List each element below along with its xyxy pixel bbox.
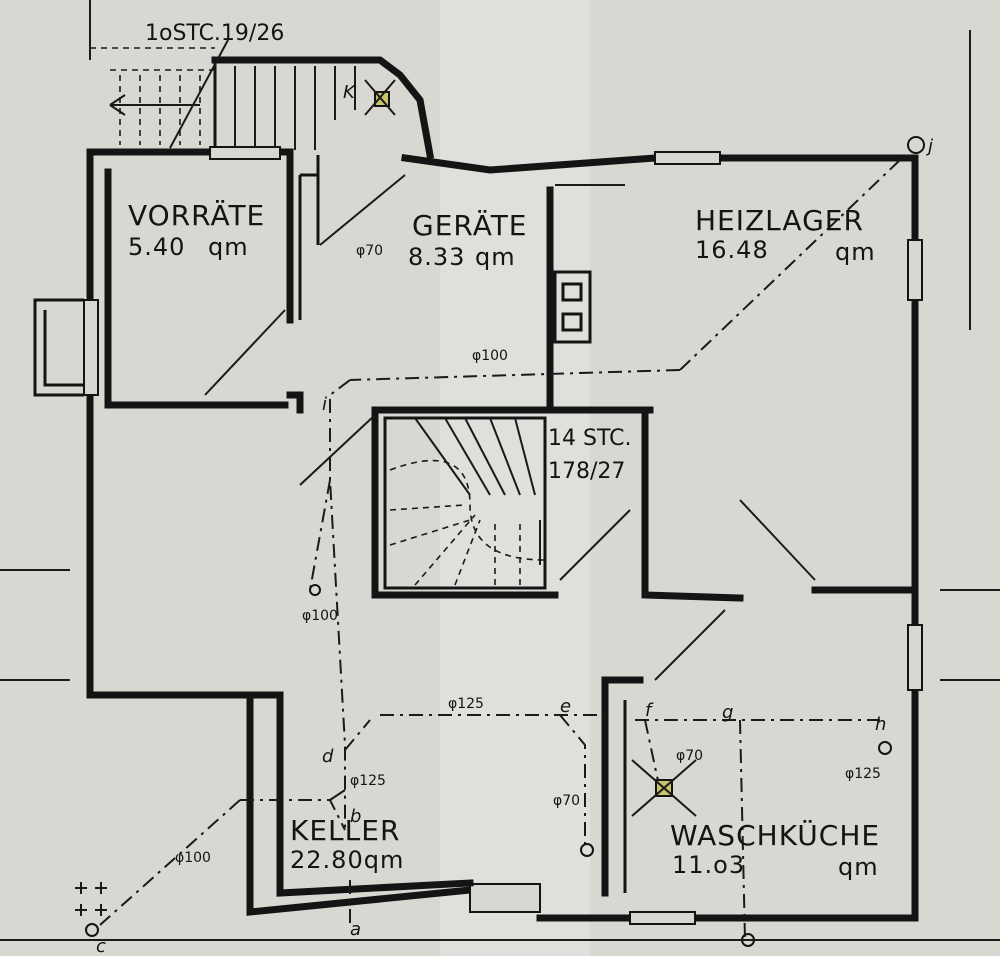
pipe-label-125-horizontal: φ125 [448,696,484,712]
window-heizlager-right [907,239,923,301]
room-name-heizlager: HEIZLAGER [695,204,864,237]
room-unit-geraete: qm [475,243,516,271]
window-heizlager-top [654,151,721,165]
door-geraete-1 [319,174,406,246]
room-area-geraete: 8.33 [408,243,465,271]
svg-text:K: K [343,82,356,103]
window-vorraete-left [83,299,99,396]
door-heizlager [739,499,816,581]
window-wasch-right [907,624,923,691]
svg-text:e: e [560,696,571,717]
room-area-keller: 22.80qm [290,846,404,874]
pipe-label-100-horizontal: φ100 [472,348,508,364]
pipe-label-125-wasch-right: φ125 [845,766,881,782]
svg-text:d: d [322,746,334,767]
main-stair [383,416,547,590]
entrance-stair [90,39,435,160]
svg-text:b: b [350,806,361,827]
pipe-label-70-wasch-left: φ70 [553,793,580,809]
chimney [553,270,592,344]
room-name-geraete: GERÄTE [412,209,527,242]
room-area-vorraete: 5.40 [128,233,185,261]
room-name-vorraete: VORRÄTE [128,199,265,232]
svg-text:i: i [322,394,327,415]
window-keller-bottom [469,883,541,913]
stair-note-main-2: 178/27 [548,459,625,484]
room-unit-waschkueche: qm [838,853,879,881]
room-name-keller: KELLER [290,814,400,847]
svg-text:a: a [350,919,361,940]
pipe-label-70-geraete: φ70 [356,243,383,259]
door-vorraete [204,309,286,396]
door-stair [559,509,631,581]
stair-note-top: 1oSTC.19/26 [145,21,284,46]
cleanouts [85,136,925,947]
svg-text:f: f [645,700,654,721]
room-unit-vorraete: qm [208,233,249,261]
pipe-label-70-wasch-center: φ70 [676,748,703,764]
window-vorraete [209,146,281,160]
room-name-waschkueche: WASCHKÜCHE [670,818,880,852]
svg-text:c: c [96,936,106,956]
door-keller [329,789,346,801]
doors [204,174,816,801]
svg-text:g: g [722,702,733,723]
room-unit-heizlager: qm [835,238,876,266]
window-wasch-bottom [629,911,696,925]
plus-marks [75,882,107,916]
svg-text:h: h [875,714,886,735]
pipe-label-125-keller: φ125 [350,773,386,789]
interior-walls [104,148,919,897]
vents [364,79,697,817]
door-geraete-2 [299,414,376,486]
room-area-waschkueche: 11.o3 [672,851,745,879]
drain-lines [99,159,901,941]
pipe-label-100-keller: φ100 [175,850,211,866]
svg-text:j: j [925,136,933,157]
windows [33,146,923,925]
door-wasch [654,609,726,681]
point-labels: a b c d e f g h i j K [96,82,933,956]
stair-note-main-1: 14 STC. [548,426,631,451]
pipe-label-100-vertical: φ100 [302,608,338,624]
room-area-heizlager: 16.48 [695,236,769,264]
